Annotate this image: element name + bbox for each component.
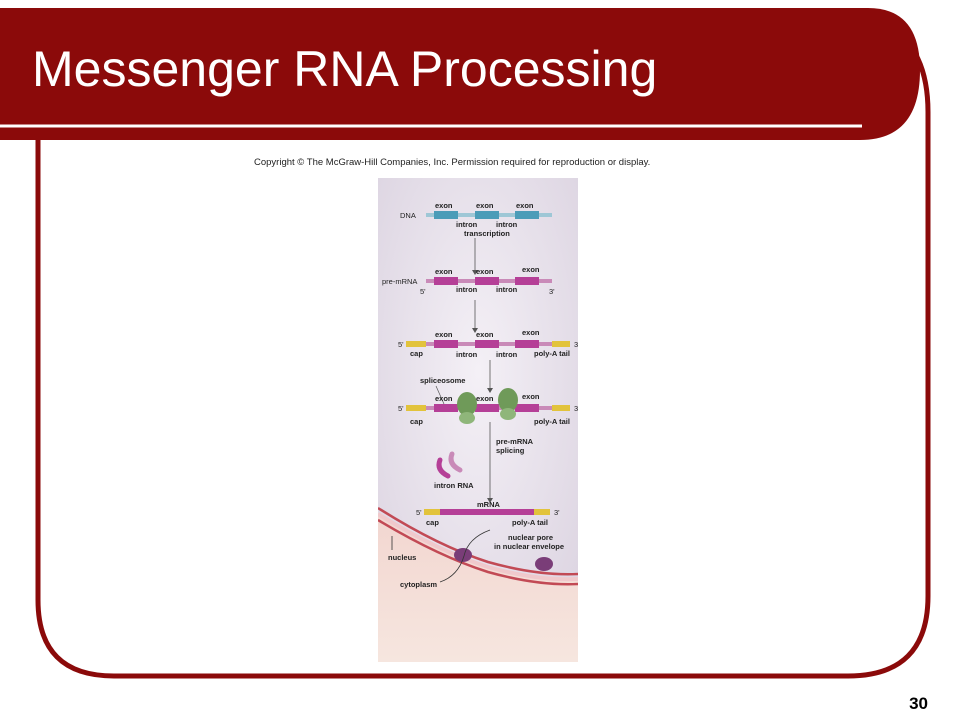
nuclear-pore-label-line2: in nuclear envelope [494, 542, 564, 551]
mrna-3prime: 3' [554, 508, 560, 517]
row4-5prime: 5' [398, 404, 404, 413]
dna-exon-label-3: exon [516, 201, 534, 210]
row3-exon-1 [434, 340, 458, 348]
spliceosome-1-lower [459, 412, 475, 424]
copyright-notice: Copyright © The McGraw-Hill Companies, I… [254, 157, 651, 168]
dna-intron-label-2: intron [496, 220, 518, 229]
dna-exon-label-2: exon [476, 201, 494, 210]
flow-arrowhead-1 [472, 270, 478, 275]
premrna-exon-3 [515, 277, 539, 285]
cytoplasm-region [378, 513, 578, 662]
premrna-exon-label-1: exon [435, 267, 453, 276]
mrna-tail-label: poly-A tail [512, 518, 548, 527]
row3-cap [406, 341, 426, 347]
cytoplasm-label: cytoplasm [400, 580, 437, 589]
nuclear-pore-2 [535, 557, 553, 571]
dna-label: DNA [400, 211, 416, 220]
premrna-3prime: 3' [549, 287, 555, 296]
spliceosome-pointer [435, 385, 445, 405]
row4-exon-label-3: exon [522, 392, 540, 401]
row3-exon-label-3: exon [522, 328, 540, 337]
nuclear-envelope-outer [378, 518, 578, 586]
mrna-cap [424, 509, 440, 515]
intron-rna-label: intron RNA [434, 481, 474, 490]
premrna-5prime: 5' [420, 287, 426, 296]
nuclear-envelope-lumen [378, 512, 578, 582]
row4-tail [552, 405, 570, 411]
mrna-exit-path [439, 529, 491, 583]
row3-intron-label-2: intron [496, 350, 518, 359]
mrna-processing-figure: DNA exon exon exon intron intron transcr… [378, 178, 578, 662]
dna-exon-1 [434, 211, 458, 219]
row4-cap [406, 405, 426, 411]
row3-exon-3 [515, 340, 539, 348]
mrna-cap-label: cap [426, 518, 439, 527]
row4-cap-label: cap [410, 417, 423, 426]
row4-exon-label-2: exon [476, 394, 494, 403]
flow-arrowhead-3 [487, 388, 493, 393]
premrna-intron-label-1: intron [456, 285, 478, 294]
row3-intron-label-1: intron [456, 350, 478, 359]
title-banner [0, 8, 920, 140]
dna-exon-label-1: exon [435, 201, 453, 210]
premrna-exon-1 [434, 277, 458, 285]
row3-5prime: 5' [398, 340, 404, 349]
spliceosome-2-lower [500, 408, 516, 420]
spliceosome-1 [457, 392, 477, 416]
mrna-label: mRNA [477, 500, 501, 509]
row4-3prime: 3' [574, 404, 578, 413]
flow-arrowhead-2 [472, 328, 478, 333]
premrna-exon-label-2: exon [476, 267, 494, 276]
intron-rna-fragment-1 [436, 457, 451, 479]
slide-title: Messenger RNA Processing [32, 41, 658, 97]
dna-exon-2 [475, 211, 499, 219]
flow-arrowhead-4 [487, 498, 493, 503]
nuclear-envelope-inner [378, 506, 578, 576]
row3-exon-label-2: exon [476, 330, 494, 339]
premrna-exon-2 [475, 277, 499, 285]
mrna-strand [440, 509, 534, 515]
premrna-exon-label-3: exon [522, 265, 540, 274]
row4-tail-label: poly-A tail [534, 417, 570, 426]
row4-exon-label-1: exon [435, 394, 453, 403]
premrna-intron-label-2: intron [496, 285, 518, 294]
spliceosome-label: spliceosome [420, 376, 465, 385]
transcription-label: transcription [464, 229, 510, 238]
splicing-label-line1: pre-mRNA [496, 437, 534, 446]
intron-rna-fragment-2 [448, 451, 463, 473]
row3-exon-label-1: exon [435, 330, 453, 339]
row3-3prime: 3' [574, 340, 578, 349]
splicing-label-line2: splicing [496, 446, 525, 455]
mrna-5prime: 5' [416, 508, 422, 517]
nuclear-pore-1 [454, 548, 472, 562]
nuclear-pore-label-line1: nuclear pore [508, 533, 553, 542]
premrna-label: pre-mRNA [382, 277, 417, 286]
dna-intron-label-1: intron [456, 220, 478, 229]
row3-tail-label: poly-A tail [534, 349, 570, 358]
row3-exon-2 [475, 340, 499, 348]
slide-number: 30 [909, 694, 928, 713]
row4-exon-3 [515, 404, 539, 412]
nucleus-label: nucleus [388, 553, 416, 562]
mrna-tail [534, 509, 550, 515]
row4-exon-2 [475, 404, 499, 412]
row3-cap-label: cap [410, 349, 423, 358]
dna-exon-3 [515, 211, 539, 219]
row3-tail [552, 341, 570, 347]
spliceosome-2 [498, 388, 518, 412]
row4-exon-1 [434, 404, 458, 412]
